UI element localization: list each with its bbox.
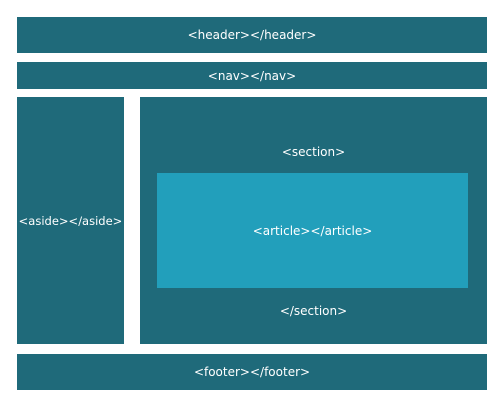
nav-block: <nav></nav> <box>17 62 487 89</box>
footer-label: <footer></footer> <box>193 365 311 379</box>
header-label: <header></header> <box>187 28 317 42</box>
section-close-label: </section> <box>279 304 348 318</box>
header-block: <header></header> <box>17 17 487 53</box>
article-block: <article></article> <box>157 173 468 288</box>
nav-label: <nav></nav> <box>207 68 297 83</box>
article-label: <article></article> <box>252 223 373 238</box>
footer-block: <footer></footer> <box>17 354 487 390</box>
section-open-label: <section> <box>281 145 346 159</box>
aside-block: <aside></aside> <box>17 97 124 344</box>
aside-label: <aside></aside> <box>18 213 123 228</box>
